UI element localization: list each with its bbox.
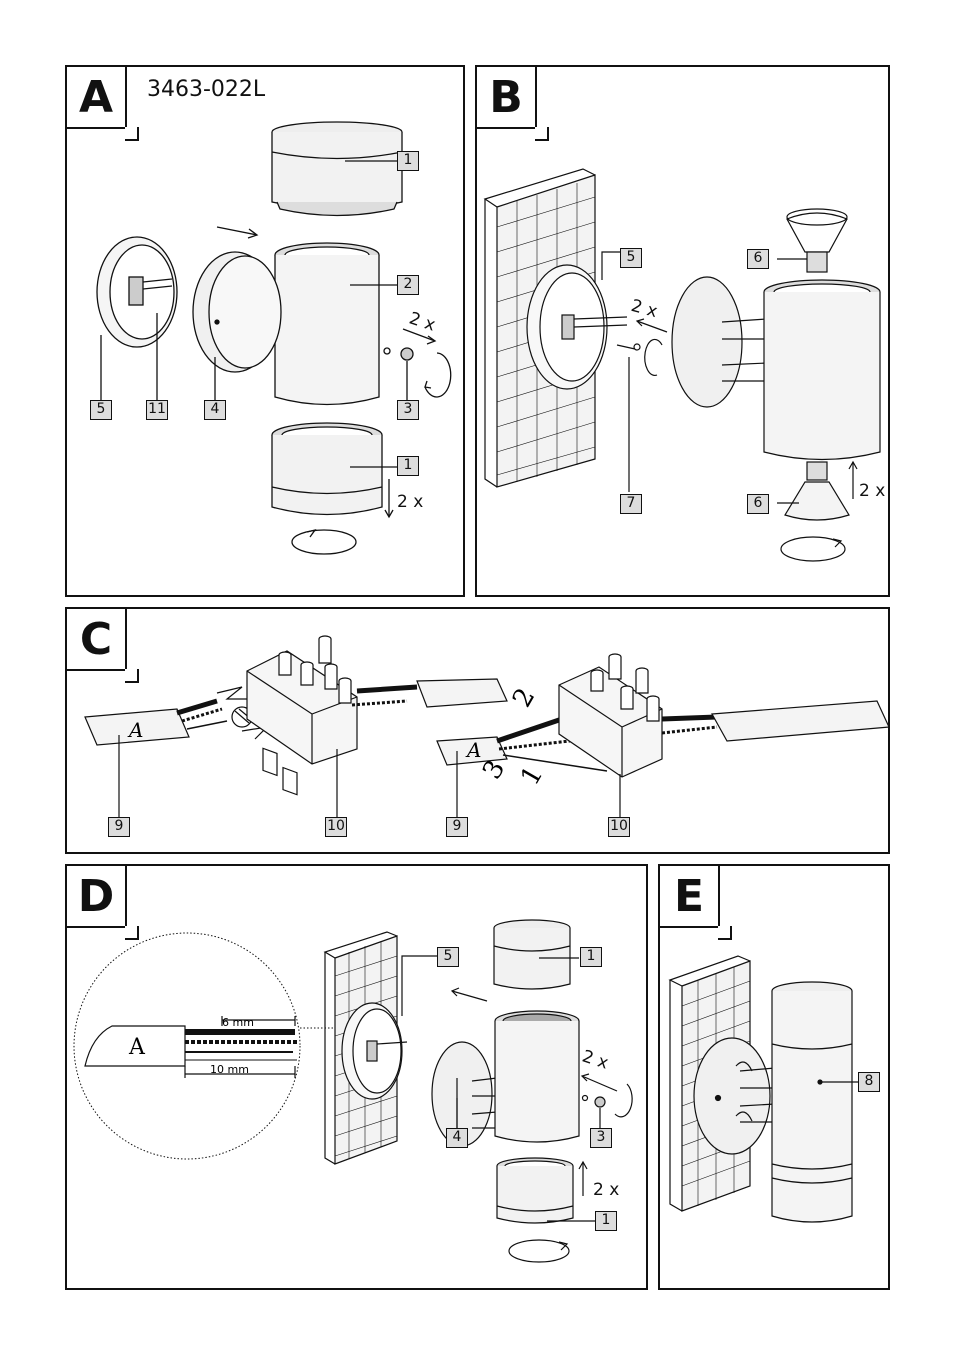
panel-b-letter: B	[477, 67, 537, 129]
callout-d-1-bottom: 1	[595, 1211, 617, 1231]
callout-a-3: 3	[397, 400, 419, 420]
callout-a-5: 5	[90, 400, 112, 420]
callout-d-1-top: 1	[580, 947, 602, 967]
panel-d-illustration: A 6 mm 10 mm	[73, 919, 633, 1263]
wire-label-right: A	[465, 738, 481, 762]
wire-label-left: A	[127, 718, 143, 742]
qty-b-bulbs: 2 x	[859, 481, 886, 501]
callout-c-10-left: 10	[325, 817, 347, 837]
panel-e-tab	[718, 926, 732, 940]
callout-a-2: 2	[397, 275, 419, 295]
panel-a: A 3463-022L 1 2 5 11 4 3 1 2 x 2 x	[65, 65, 465, 597]
panel-a-illustration	[96, 121, 452, 555]
callout-b-7: 7	[620, 494, 642, 514]
callout-c-9-right: 9	[446, 817, 468, 837]
panel-d-letter: D	[67, 866, 127, 928]
callout-c-9-left: 9	[108, 817, 130, 837]
callout-b-6-top: 6	[747, 249, 769, 269]
strip-length-inner: 6 mm	[222, 1016, 254, 1029]
panel-b-illustration	[483, 168, 881, 562]
qty-a-ring: 2 x	[397, 492, 424, 512]
panel-b-tab	[535, 127, 549, 141]
panel-d: A 6 mm 10 mm D 5 1 4 3 1 2 x 2 x	[65, 864, 648, 1290]
panel-a-letter: A	[67, 67, 127, 129]
panel-d-tab	[125, 926, 139, 940]
panel-b: B 5 6 7 6 2 x 2 x	[475, 65, 890, 597]
panel-c: A A 2 3 1 C 9 10 9 10	[65, 607, 890, 854]
qty-d-ring: 2 x	[593, 1180, 620, 1200]
callout-a-1-top: 1	[397, 151, 419, 171]
panel-c-tab	[125, 669, 139, 683]
panel-e-letter: E	[660, 866, 720, 928]
model-number: 3463-022L	[147, 77, 266, 102]
callout-b-5: 5	[620, 248, 642, 268]
wire-number-1: 1	[515, 761, 549, 790]
callout-e-8: 8	[858, 1072, 880, 1092]
panel-c-letter: C	[67, 609, 127, 671]
callout-a-11: 11	[146, 400, 168, 420]
strip-length-outer: 10 mm	[210, 1063, 249, 1076]
zoom-wire-label: A	[128, 1035, 146, 1060]
panel-c-illustration: A A 2 3 1	[84, 635, 888, 817]
panel-e-illustration	[668, 955, 858, 1223]
callout-a-1-bottom: 1	[397, 456, 419, 476]
callout-d-5: 5	[437, 947, 459, 967]
callout-d-4: 4	[446, 1128, 468, 1148]
callout-d-3: 3	[590, 1128, 612, 1148]
panel-a-tab	[125, 127, 139, 141]
callout-b-6-bottom: 6	[747, 494, 769, 514]
callout-a-4: 4	[204, 400, 226, 420]
panel-e: E 8	[658, 864, 890, 1290]
callout-c-10-right: 10	[608, 817, 630, 837]
wire-number-2: 2	[507, 683, 541, 712]
